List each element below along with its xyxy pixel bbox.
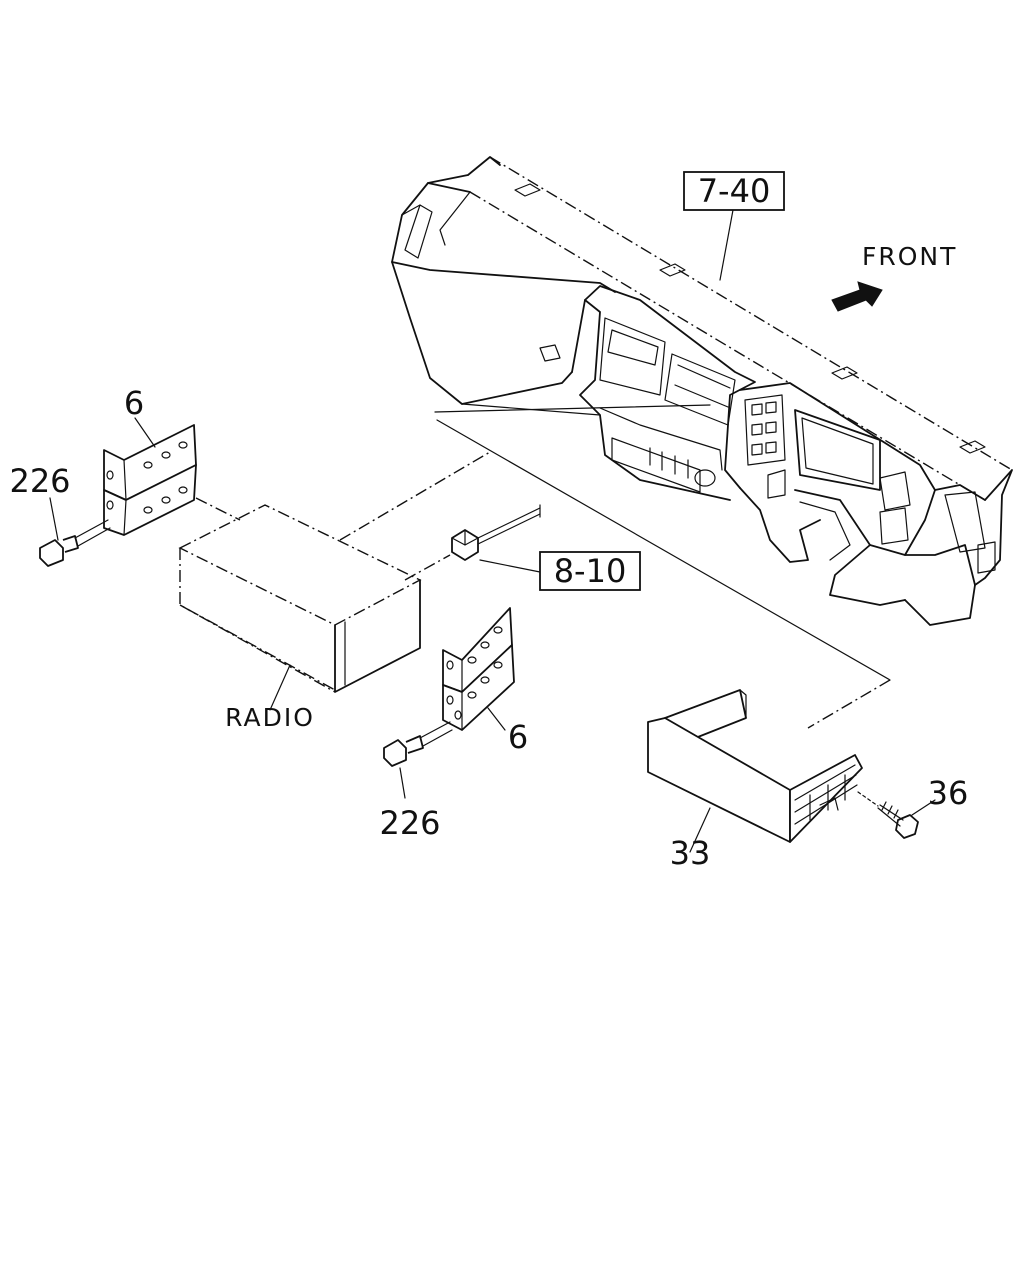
ref-panel-callout: 7-40 (683, 171, 785, 281)
bolt-lower-label: 226 (379, 804, 440, 842)
connector-harness (404, 504, 541, 581)
ref-connector-label: 8-10 (554, 552, 627, 590)
bracket-upper-label: 6 (124, 384, 144, 422)
front-label: FRONT (862, 242, 957, 271)
front-arrow-icon (831, 281, 883, 312)
front-indicator: FRONT (831, 242, 957, 312)
bolt-lower (383, 721, 453, 767)
screw (857, 791, 919, 839)
screw-label: 36 (928, 774, 969, 812)
pocket-tray (647, 689, 863, 843)
radio-unit (178, 451, 491, 693)
bracket-lower-label: 6 (508, 718, 528, 756)
instrument-panel (391, 156, 1013, 681)
bolt-upper-label: 226 (9, 462, 70, 500)
bracket-upper (103, 424, 197, 536)
ref-panel-label: 7-40 (698, 172, 771, 210)
bracket-lower (442, 607, 515, 731)
pocket-label: 33 (670, 834, 711, 872)
bolt-upper (39, 519, 111, 567)
radio-label: RADIO (225, 703, 315, 732)
